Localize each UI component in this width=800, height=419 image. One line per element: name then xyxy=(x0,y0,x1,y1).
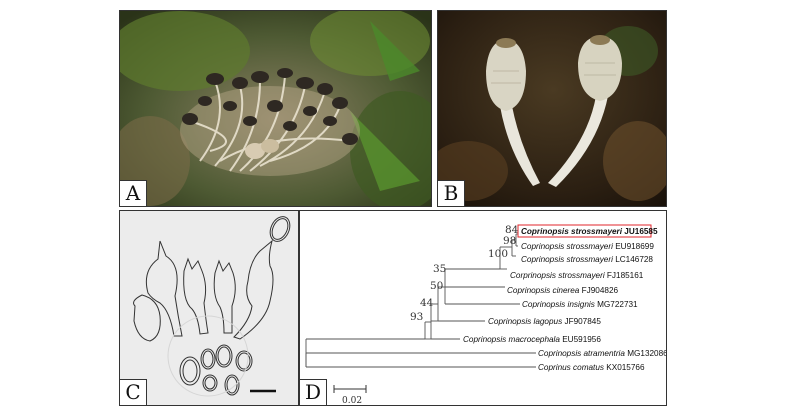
taxon-labels: Coprinopsis strossmayeri JU16585 Coprino… xyxy=(463,224,667,372)
bootstrap-value: 44 xyxy=(420,297,434,309)
taxon-label: Coprinopsis lagopus JF907845 xyxy=(488,317,601,326)
bootstrap-value: 100 xyxy=(488,248,508,260)
taxon-label: Coprinopsis cinerea FJ904826 xyxy=(507,286,619,295)
scale-bar-label: 0.02 xyxy=(342,396,362,406)
bootstrap-value: 98 xyxy=(503,235,516,247)
taxon-label: Coprinopsis insignis MG722731 xyxy=(522,300,638,309)
panel-a-photo: A xyxy=(119,10,432,207)
highlight-box xyxy=(517,224,652,238)
tree-branches xyxy=(305,233,536,368)
taxon-label: Coprinus comatus KX015766 xyxy=(538,363,645,372)
bootstrap-value: 50 xyxy=(430,280,443,292)
taxon-label: Coprinopsis atramentria MG132086 xyxy=(538,349,667,358)
panel-c-label: C xyxy=(120,379,147,405)
taxon-label: Coprinopsis strossmayeri LC146728 xyxy=(521,255,653,264)
panel-d-label: D xyxy=(300,379,327,405)
tree-scale: 0.02 xyxy=(333,385,367,406)
bootstrap-value: 93 xyxy=(410,311,423,323)
bootstrap-value: 84 xyxy=(505,224,519,236)
panel-b-label: B xyxy=(438,180,465,206)
panel-d-phylogeny: Coprinopsis strossmayeri JU16585 Coprino… xyxy=(299,210,667,406)
taxon-label: Coprinopsis macrocephala EU591956 xyxy=(463,335,601,344)
panel-c-drawing: C xyxy=(119,210,299,406)
twin-mushrooms-photo xyxy=(438,11,666,206)
panel-b-photo: B xyxy=(437,10,667,207)
taxon-label: Corprinopsis strossmayeri FJ185161 xyxy=(510,271,644,280)
taxon-label: Coprinopsis strossmayeri JU16585 xyxy=(521,227,658,236)
panel-a-label: A xyxy=(120,180,147,206)
bootstrap-values: 84 98 100 35 50 44 93 xyxy=(410,224,519,323)
mushroom-cluster-photo xyxy=(120,11,431,206)
bootstrap-value: 35 xyxy=(433,263,446,275)
phylogenetic-tree: Coprinopsis strossmayeri JU16585 Coprino… xyxy=(305,224,667,406)
taxon-label: Coprinopsis strossmayeri EU918699 xyxy=(521,242,654,251)
cystidia-spores-drawing xyxy=(120,211,298,405)
